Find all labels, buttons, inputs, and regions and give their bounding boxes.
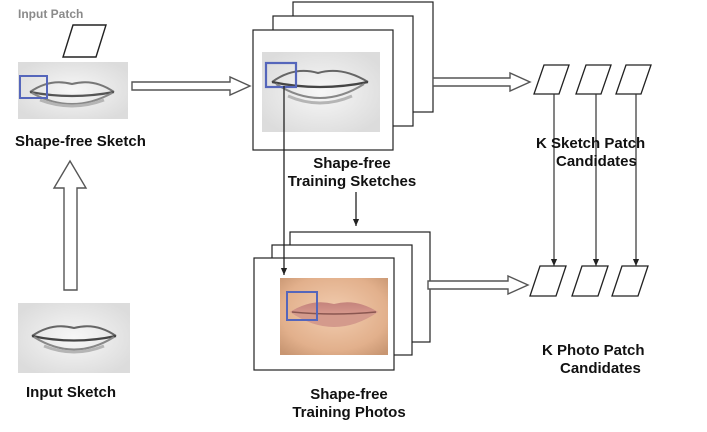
photo-candidate-patch [571, 265, 609, 297]
input-patch-label: Input Patch [18, 7, 84, 21]
photo-candidates-label-line1: K Photo Patch [542, 342, 645, 359]
training-photos-label-line1: Shape-free [310, 386, 388, 403]
photo-candidate-patch [529, 265, 567, 297]
training-sketches-stack [252, 1, 434, 151]
sketch-candidates-label: K Sketch Patch Candidates [536, 135, 645, 171]
input-sketch-label: Input Sketch [26, 384, 117, 401]
input-patch-highlight [19, 75, 48, 99]
candidate-links [550, 94, 640, 266]
sketch-candidates-label-line1: K Sketch Patch [536, 135, 646, 152]
sketch-candidate-patch [575, 64, 612, 95]
sketch-candidate-patch [615, 64, 652, 95]
shape-free-sketch-label: Shape-free Sketch [15, 133, 146, 150]
shape-free-sketch-image [18, 62, 128, 119]
photo-candidates-label-line2: Candidates [560, 360, 641, 377]
training-photos-label-line2: Training Photos [292, 404, 406, 421]
training-photo-patch-highlight [286, 291, 318, 321]
photo-candidates-label: K Photo Patch Candidates [542, 342, 645, 378]
arrow-right-to-photo-candidates [427, 274, 530, 296]
training-photos-label: Shape-free Training Photos [264, 386, 434, 422]
arrow-up-hollow [52, 159, 88, 291]
input-patch-shape [62, 24, 107, 58]
photo-patch-candidates [529, 265, 649, 297]
training-sketch-patch-highlight [264, 61, 298, 89]
training-sketches-label: Shape-free Training Sketches [262, 155, 442, 191]
photo-candidate-patch [611, 265, 649, 297]
sketch-patch-candidates [533, 64, 652, 95]
input-sketch-image [18, 303, 130, 373]
training-sketches-label-line2: Training Sketches [287, 173, 417, 190]
training-sketches-label-line1: Shape-free [313, 155, 391, 172]
arrow-right-to-training-sketches [131, 75, 252, 97]
sketch-candidate-patch [533, 64, 570, 95]
arrow-right-to-sketch-candidates [432, 71, 532, 93]
sketch-candidates-label-line2: Candidates [556, 153, 637, 170]
training-photos-stack [253, 231, 431, 371]
